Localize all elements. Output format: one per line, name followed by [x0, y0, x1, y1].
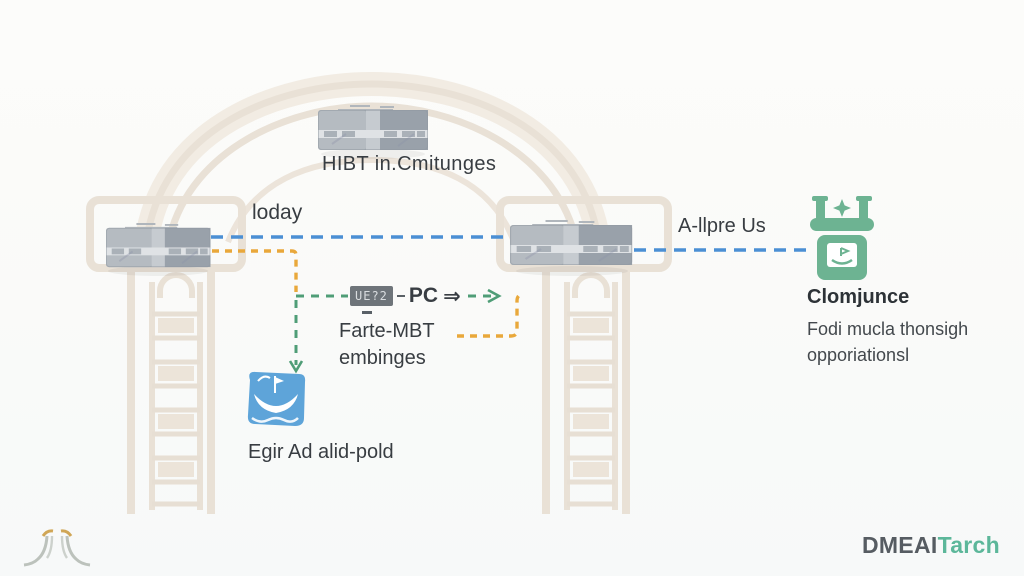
double-arrow-icon: ⇒: [443, 284, 461, 308]
boat-icon: [247, 371, 306, 426]
brand-logotype: DMEAITarch: [862, 532, 1000, 559]
brand-left: DMEAI: [861, 532, 938, 558]
chip-display: UE?2: [350, 286, 393, 306]
pc-label: PC: [408, 284, 439, 307]
green-right-arrowhead: [487, 288, 502, 304]
link-orange-left-line: [212, 249, 298, 292]
panel-body-line2: opporiationsl: [807, 345, 910, 365]
server-icon: [105, 222, 212, 269]
brand-right: Tarch: [937, 532, 1000, 558]
top-node-label: HIBT in.Cmitunges: [322, 153, 497, 175]
mid-label: Farte-MBT embinges: [339, 318, 435, 372]
green-down-arrowhead: [288, 360, 304, 374]
left-server-shadow: [108, 266, 208, 276]
arch-outer-line: [144, 80, 601, 233]
chip-underline-tick: [362, 311, 372, 314]
arch-structure: [86, 71, 672, 514]
chip-row: UE?2 PC ⇒: [350, 283, 461, 309]
right-pillar: [542, 268, 630, 514]
top-server-shadow: [321, 149, 425, 159]
left-pillar: [127, 268, 215, 514]
left-platform: [86, 196, 246, 272]
panel-title: Clomjunce: [807, 286, 910, 308]
left-pillar-arch-door: [157, 272, 195, 298]
link-today-label: loday: [252, 201, 303, 224]
sparkle-icon: [833, 199, 851, 217]
panel-body: Fodi mucla thonsigh opporiationsl: [807, 316, 1017, 368]
container-icon: [810, 196, 874, 280]
right-panel: Clomjunce Fodi mucla thonsigh opporiatio…: [807, 286, 1017, 368]
arch-thin-line: [225, 156, 517, 244]
chip-connector: [396, 295, 405, 297]
server-icon: [508, 219, 634, 267]
right-server-shadow: [516, 266, 628, 276]
server-icon: [317, 105, 429, 151]
links: [211, 235, 810, 374]
link-orange-right-line: [457, 292, 525, 338]
panel-body-line1: Fodi mucla thonsigh: [807, 319, 969, 339]
arch-inner-line: [166, 102, 579, 237]
link-allpre-label: A-llpre Us: [678, 215, 766, 237]
right-pillar-arch-door: [572, 272, 610, 298]
mid-label-line2: embinges: [339, 347, 426, 369]
right-platform: [496, 196, 672, 272]
brand-glyph-icon: [23, 529, 91, 567]
mid-label-line1: Farte-MBT: [339, 320, 435, 342]
boat-label: Egir Ad alid-pold: [248, 441, 394, 463]
